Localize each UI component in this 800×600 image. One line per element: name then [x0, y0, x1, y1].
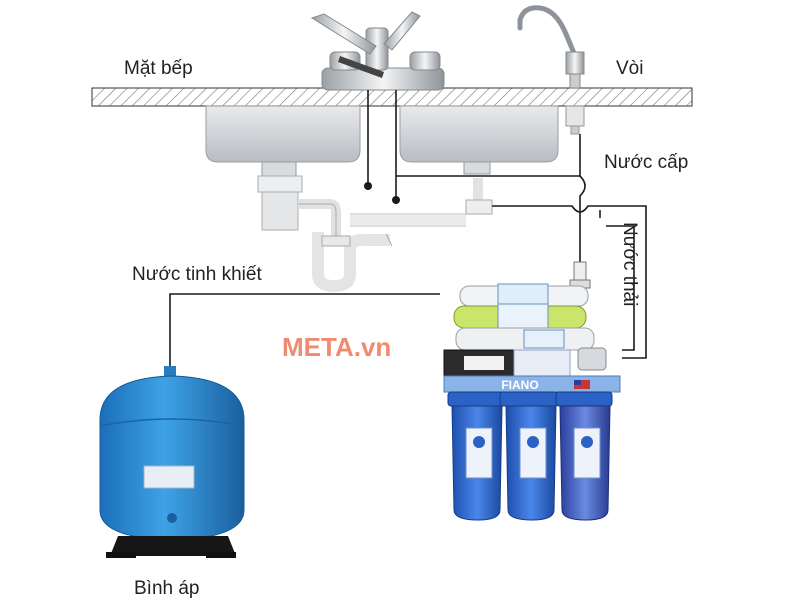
faucet-label: Vòi — [616, 58, 644, 79]
ro-faucet — [517, 5, 585, 135]
pure-water-label: Nước tinh khiết — [132, 264, 262, 285]
counter-label: Mặt bếp — [124, 58, 193, 79]
sink-faucet — [310, 11, 445, 91]
double-sink — [205, 105, 559, 177]
drain-trap — [257, 175, 493, 293]
valve-dot — [364, 182, 372, 190]
ro-purifier: FIANO — [443, 283, 621, 521]
watermark: META.vn — [282, 332, 392, 362]
feed-water-label: Nước cấp — [604, 152, 689, 173]
pressure-tank-label: Bình áp — [134, 578, 200, 599]
countertop — [91, 87, 693, 107]
waste-water-label: Nước thải — [619, 222, 640, 307]
valve-dot — [392, 196, 400, 204]
waste-valve — [569, 261, 591, 289]
brand-logo: FIANO — [501, 378, 538, 392]
pressure-tank — [99, 366, 245, 558]
